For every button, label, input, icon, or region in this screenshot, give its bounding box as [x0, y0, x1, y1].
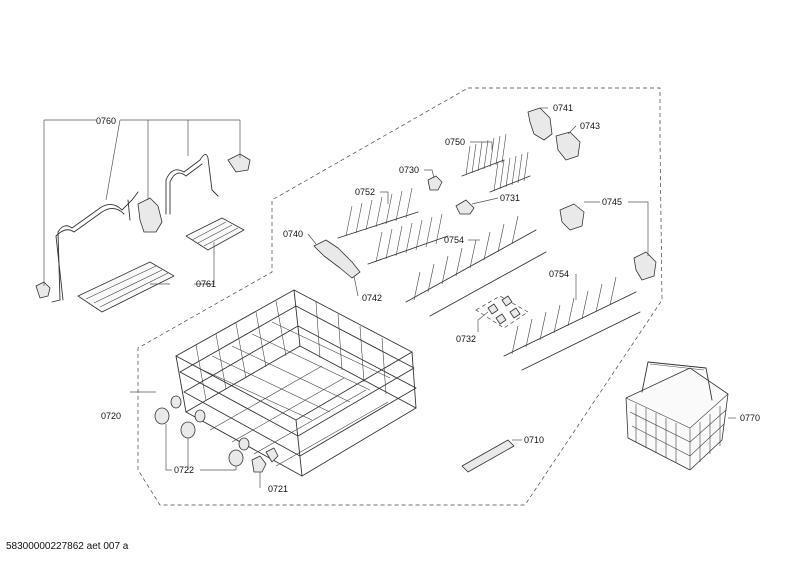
- cutlery-basket: [625, 361, 729, 471]
- lower-basket: [175, 289, 417, 477]
- label-0770: 0770: [740, 413, 760, 423]
- label-0761: 0761: [196, 279, 216, 289]
- label-0710: 0710: [524, 435, 544, 445]
- long-tine-row-lower: [503, 276, 641, 371]
- wire-clip-left: [35, 281, 51, 299]
- label-0731: 0731: [500, 193, 520, 203]
- tine-rack-lower: [489, 151, 531, 193]
- label-0722: 0722: [174, 465, 194, 475]
- fold-down-rack-small: [185, 217, 245, 251]
- wheel-set-0722: [154, 395, 250, 467]
- bracket-0743: [555, 131, 581, 161]
- label-0754-lower: 0754: [549, 269, 569, 279]
- drawing-reference-number: 58300000227862 aet 007 a: [6, 541, 129, 552]
- leader-lines: [43, 107, 736, 488]
- rack-clip: [313, 239, 361, 279]
- rail-strip-0710: [461, 439, 515, 473]
- tine-rack-upper: [461, 133, 507, 177]
- label-0745: 0745: [602, 197, 622, 207]
- clip-0731: [455, 199, 475, 215]
- assembly-boundary: [137, 87, 663, 506]
- label-0754-upper: 0754: [444, 235, 464, 245]
- label-0752: 0752: [355, 187, 375, 197]
- label-0732: 0732: [456, 334, 476, 344]
- bracket-0741: [527, 107, 553, 141]
- label-0740: 0740: [283, 229, 303, 239]
- label-0742: 0742: [362, 293, 382, 303]
- wire-clip-top: [227, 153, 251, 173]
- label-0760: 0760: [96, 116, 116, 126]
- label-0750: 0750: [445, 137, 465, 147]
- fold-down-rack-large: [77, 261, 175, 313]
- tine-row-back: [367, 213, 449, 265]
- holder-bracket: [137, 197, 163, 233]
- clip-set-0732: [475, 295, 529, 329]
- label-0720: 0720: [101, 411, 121, 421]
- side-bracket-right: [633, 251, 657, 281]
- small-clip-0730: [427, 175, 443, 191]
- label-0741: 0741: [553, 103, 573, 113]
- wire-support-group: [51, 154, 219, 303]
- label-0730: 0730: [399, 165, 419, 175]
- long-tine-row-upper: [405, 215, 547, 317]
- label-0743: 0743: [580, 121, 600, 131]
- wheel-clip-0721: [251, 447, 279, 473]
- side-bracket-left: [559, 203, 585, 231]
- tine-row-front: [337, 187, 419, 239]
- label-0721: 0721: [268, 484, 288, 494]
